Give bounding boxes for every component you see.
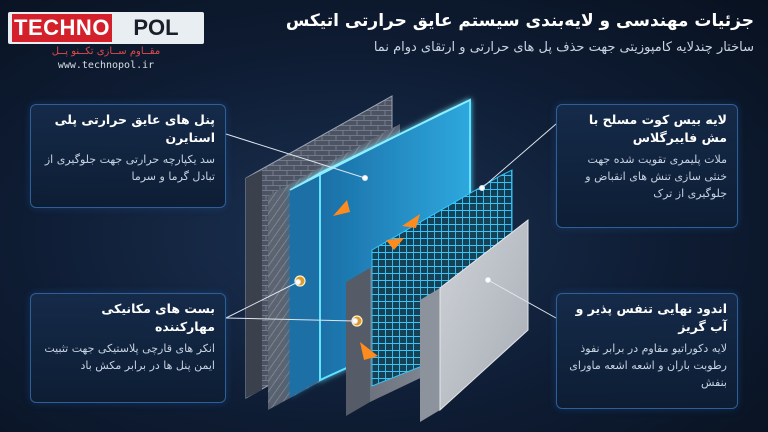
heat-arrow: [333, 200, 350, 216]
logo-pol-text: POL: [133, 15, 179, 40]
callout-description: ملات پلیمری تقویت شده جهت خنثی سازی تنش …: [585, 153, 727, 200]
website-url: www.technopol.ir: [57, 60, 155, 71]
callout-title: بست های مکانیکی مهارکننده: [101, 301, 215, 334]
technopol-logo: TECHNO POL مقــاوم ســازی تکــنو پــل ww…: [8, 12, 204, 76]
callout-finish: اندود نهایی تنفس پذیر و آب گریز لایه دکو…: [556, 293, 738, 409]
callout-anchors: بست های مکانیکی مهارکننده انکر های قارچی…: [30, 293, 226, 403]
page-subtitle: ساختار چندلایه کامپوزیتی جهت حذف پل های …: [373, 40, 754, 55]
callout-description: سد یکپارچه حرارتی جهت جلوگیری از تبادل گ…: [44, 153, 215, 183]
heat-flow-arrows: [333, 200, 420, 360]
callout-title: لایه بیس کوت مسلح با مش فایبرگلاس: [588, 112, 727, 145]
callout-description: لایه دکوراتیو مقاوم در برابر نفوذ رطوبت …: [569, 342, 727, 389]
heat-arrow: [386, 238, 404, 250]
callout-insulation: پنل های عایق حرارتی پلی استایرن سد یکپار…: [30, 104, 226, 208]
callout-basecoat: لایه بیس کوت مسلح با مش فایبرگلاس ملات پ…: [556, 104, 738, 228]
finish-render-layer: [420, 218, 529, 422]
leader-lines: [225, 123, 557, 324]
heat-arrow: [402, 214, 420, 228]
page-title: جزئیات مهندسی و لایه‌بندی سیستم عایق حرا…: [285, 11, 754, 31]
callout-title: اندود نهایی تنفس پذیر و آب گریز: [575, 301, 727, 334]
logo-techno-text: TECHNO: [12, 14, 112, 42]
heat-arrow: [360, 342, 378, 360]
logo-wordmark: TECHNO POL: [8, 12, 204, 44]
callout-title: پنل های عایق حرارتی پلی استایرن: [54, 112, 215, 145]
callout-description: انکر های قارچی پلاستیکی جهت تثبیت ایمن پ…: [44, 342, 215, 372]
logo-tagline: مقــاوم ســازی تکــنو پــل: [51, 46, 161, 57]
